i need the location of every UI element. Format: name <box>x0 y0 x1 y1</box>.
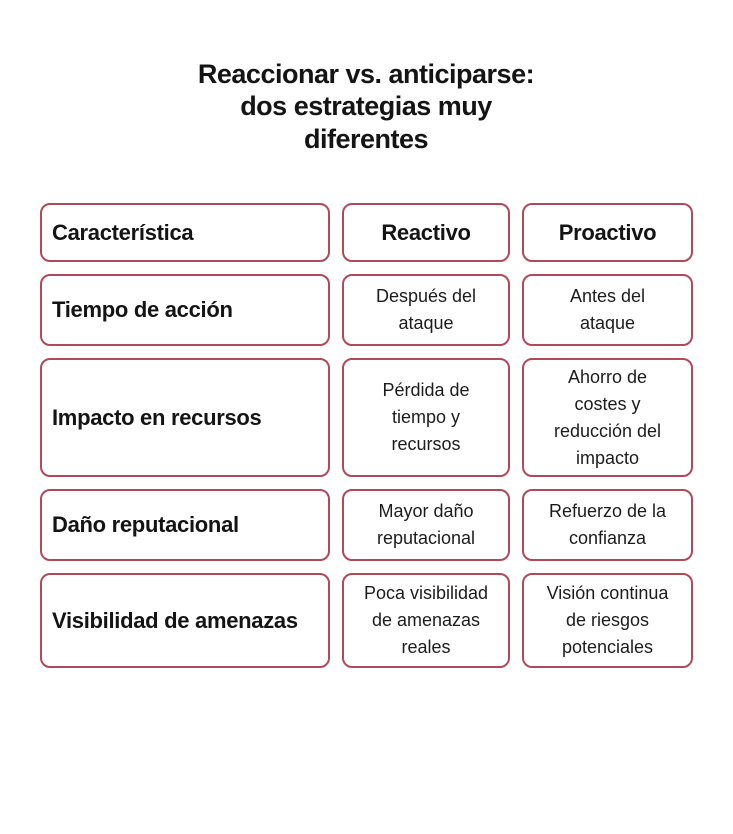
reactivo-cell-impacto-en-recursos: Pérdida de tiempo y recursos <box>342 358 510 477</box>
feature-cell-tiempo-de-accion: Tiempo de acción <box>40 274 330 346</box>
reactivo-cell-visibilidad-de-amenazas: Poca visibilidad de amenazas reales <box>342 573 510 668</box>
feature-cell-impacto-en-recursos: Impacto en recursos <box>40 358 330 477</box>
proactivo-cell-impacto-en-recursos: Ahorro de costes y reducción del impacto <box>522 358 693 477</box>
proactivo-cell-dano-reputacional: Refuerzo de la confianza <box>522 489 693 561</box>
feature-cell-visibilidad-de-amenazas: Visibilidad de amenazas <box>40 573 330 668</box>
header-cell-caracteristica: Característica <box>40 203 330 262</box>
header-cell-reactivo: Reactivo <box>342 203 510 262</box>
page-title: Reaccionar vs. anticiparse: dos estrateg… <box>197 59 535 154</box>
proactivo-cell-visibilidad-de-amenazas: Visión continua de riesgos potenciales <box>522 573 693 668</box>
reactivo-cell-tiempo-de-accion: Después del ataque <box>342 274 510 346</box>
comparison-table: Característica Reactivo Proactivo Tiempo… <box>40 203 693 668</box>
header-cell-proactivo: Proactivo <box>522 203 693 262</box>
reactivo-cell-dano-reputacional: Mayor daño reputacional <box>342 489 510 561</box>
proactivo-cell-tiempo-de-accion: Antes del ataque <box>522 274 693 346</box>
feature-cell-dano-reputacional: Daño reputacional <box>40 489 330 561</box>
